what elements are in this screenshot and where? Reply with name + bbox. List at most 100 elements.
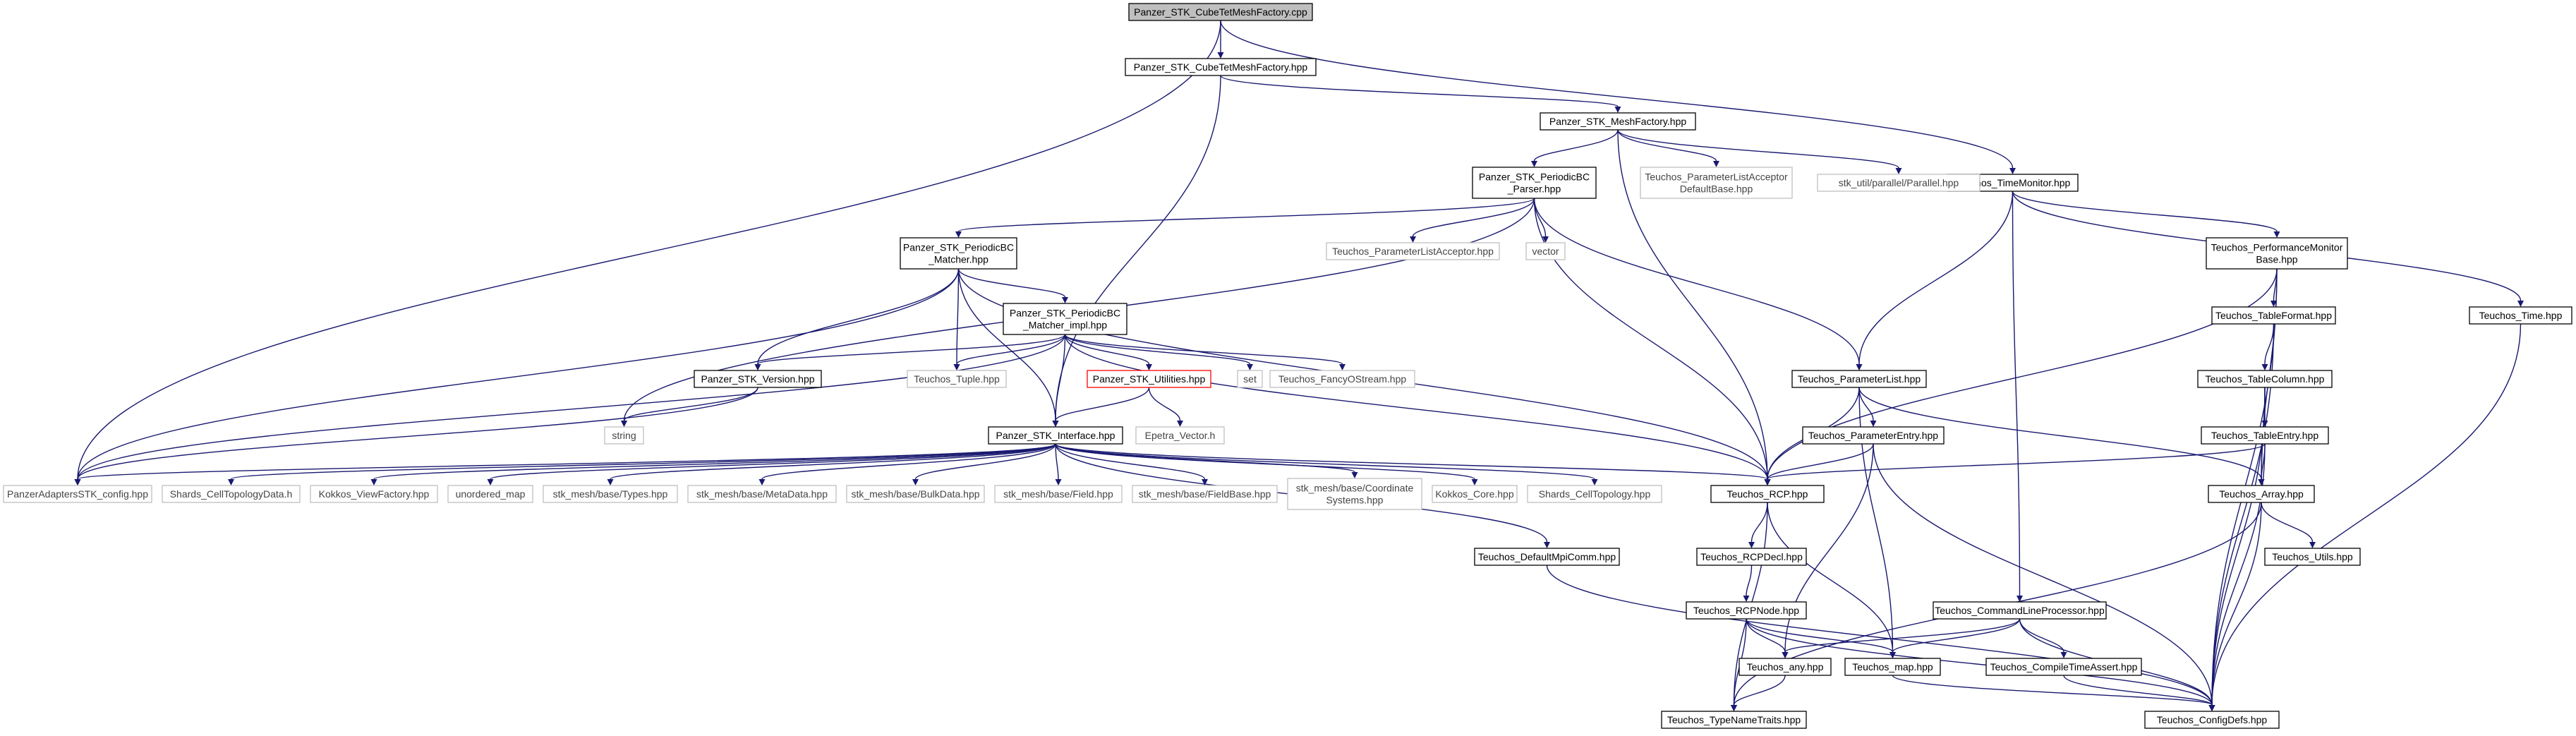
edge-arrowhead	[1351, 472, 1358, 478]
edge-arrowhead	[1544, 542, 1550, 548]
edge-line	[1064, 334, 1150, 365]
node-box	[2144, 711, 2280, 729]
edge-arrowhead	[754, 364, 761, 370]
include-edge-pbcparser-to-paramlist	[1533, 198, 1863, 370]
node-root[interactable]: Panzer_STK_CubeTetMeshFactory.cpp	[1128, 3, 1313, 21]
node-utilities[interactable]: Panzer_STK_Utilities.hpp	[1087, 370, 1211, 388]
include-edge-interface-to-shardsct	[1055, 443, 1598, 485]
node-label: Teuchos_DefaultMpiComm.hpp	[1478, 551, 1616, 562]
node-box	[2201, 426, 2329, 445]
node-interface[interactable]: Panzer_STK_Interface.hpp	[988, 426, 1123, 445]
include-edge-tableentry-to-cdefs	[2208, 443, 2266, 711]
node-rcp[interactable]: Teuchos_RCP.hpp	[1710, 485, 1825, 503]
node-box	[447, 485, 533, 503]
edge-arrowhead	[621, 421, 627, 427]
include-edge-pbcparser-to-pla	[1410, 198, 1535, 243]
include-edge-rcpdecl-to-rcpnode	[1743, 565, 1753, 602]
edge-line	[761, 443, 1056, 480]
node-stkfield: stk_mesh/base/Field.hpp	[994, 485, 1123, 503]
node-version[interactable]: Panzer_STK_Version.hpp	[694, 370, 822, 388]
node-pbcparser[interactable]: Panzer_STK_PeriodicBC_Parser.hpp	[1472, 167, 1597, 199]
node-ttime[interactable]: Teuchos_Time.hpp	[2469, 306, 2572, 325]
node-stktypes: stk_mesh/base/Types.hpp	[543, 485, 678, 503]
node-label: Panzer_STK_PeriodicBC	[1010, 308, 1120, 319]
include-edge-meshfac-to-stkpar	[1617, 129, 1902, 174]
node-label: Systems.hpp	[1326, 495, 1384, 506]
node-box	[1985, 658, 2142, 676]
edge-line	[1858, 191, 2014, 365]
node-label: Teuchos_TableFormat.hpp	[2215, 310, 2332, 321]
node-box	[1802, 426, 1945, 445]
edge-line	[1055, 443, 1768, 480]
node-clp[interactable]: Teuchos_CommandLineProcessor.hpp	[1933, 601, 2107, 620]
node-tmap[interactable]: Teuchos_map.hpp	[1844, 658, 1941, 676]
node-label: _Parser.hpp	[1507, 183, 1561, 195]
edge-arrowhead	[1764, 479, 1771, 485]
node-label: Kokkos_Core.hpp	[1435, 488, 1514, 500]
node-label: Teuchos_RCP.hpp	[1727, 488, 1808, 500]
edge-arrowhead	[758, 479, 766, 485]
node-box	[1269, 370, 1415, 388]
node-cta[interactable]: Teuchos_CompileTimeAssert.hpp	[1985, 658, 2142, 676]
include-edge-interface-to-stkfieldbase	[1055, 443, 1208, 485]
edge-line	[1858, 387, 2262, 480]
edge-arrowhead	[912, 479, 919, 485]
include-edge-interface-to-kokkoscore	[1055, 443, 1478, 485]
edge-arrowhead	[1743, 596, 1750, 602]
node-rcpnode[interactable]: Teuchos_RCPNode.hpp	[1686, 601, 1807, 620]
include-edge-interface-to-stkmeta	[758, 443, 1056, 485]
node-tnt[interactable]: Teuchos_TypeNameTraits.hpp	[1661, 711, 1807, 729]
edge-line	[1750, 502, 1768, 543]
node-stkpar: stk_util/parallel/Parallel.hpp	[1817, 174, 1981, 192]
edge-arrowhead	[1895, 168, 1902, 174]
node-tutils[interactable]: Teuchos_Utils.hpp	[2264, 548, 2361, 566]
edge-arrowhead	[2016, 596, 2023, 602]
include-edge-pbcimpl-to-interface	[1052, 334, 1066, 427]
edge-line	[77, 387, 758, 480]
node-adapcfg: PanzerAdaptersSTK_config.hpp	[3, 485, 152, 503]
node-cubehpp[interactable]: Panzer_STK_CubeTetMeshFactory.hpp	[1125, 58, 1317, 76]
node-pbcmatcher[interactable]: Panzer_STK_PeriodicBC_Matcher.hpp	[900, 237, 1017, 270]
edge-line	[373, 443, 1056, 480]
edge-line	[1533, 198, 1768, 480]
edge-arrowhead	[1542, 236, 1549, 243]
node-paramlist[interactable]: Teuchos_ParameterList.hpp	[1791, 370, 1927, 388]
include-edge-cubehpp-to-meshfac	[1220, 75, 1621, 113]
node-box	[687, 485, 837, 503]
edge-line	[623, 387, 758, 421]
node-tablecol[interactable]: Teuchos_TableColumn.hpp	[2197, 370, 2333, 388]
include-edge-interface-to-adapcfg	[74, 443, 1056, 485]
node-cdefs[interactable]: Teuchos_ConfigDefs.hpp	[2144, 711, 2280, 729]
node-vector: vector	[1525, 242, 1566, 260]
edge-line	[1746, 618, 2213, 706]
node-paramentry[interactable]: Teuchos_ParameterEntry.hpp	[1802, 426, 1945, 445]
node-stkbulk: stk_mesh/base/BulkData.hpp	[846, 485, 985, 503]
node-label: stk_mesh/base/BulkData.hpp	[851, 488, 979, 500]
node-tarray[interactable]: Teuchos_Array.hpp	[2208, 485, 2315, 503]
node-box	[694, 370, 822, 388]
node-label: stk_mesh/base/Field.hpp	[1003, 488, 1113, 500]
node-tableentry[interactable]: Teuchos_TableEntry.hpp	[2201, 426, 2329, 445]
node-label: Teuchos_ParameterListAcceptor	[1645, 171, 1788, 183]
node-meshfac[interactable]: Panzer_STK_MeshFactory.hpp	[1540, 112, 1696, 131]
edge-line	[2019, 618, 2064, 653]
node-box	[1696, 548, 1807, 566]
node-dmc[interactable]: Teuchos_DefaultMpiComm.hpp	[1474, 548, 1620, 566]
node-tableformat[interactable]: Teuchos_TableFormat.hpp	[2211, 306, 2336, 325]
edge-line	[1617, 129, 1717, 162]
edge-arrowhead	[2270, 301, 2277, 307]
edge-line	[957, 198, 1535, 232]
node-label: stk_util/parallel/Parallel.hpp	[1839, 177, 1959, 188]
edge-line	[230, 443, 1056, 480]
node-box	[3, 485, 152, 503]
include-edge-ttime-to-cdefs	[2208, 323, 2522, 711]
node-pbcimpl[interactable]: Panzer_STK_PeriodicBC_Matcher_impl.hpp	[1003, 303, 1127, 335]
node-rcpdecl[interactable]: Teuchos_RCPDecl.hpp	[1696, 548, 1807, 566]
node-label: Teuchos_any.hpp	[1747, 661, 1824, 672]
node-tany[interactable]: Teuchos_any.hpp	[1739, 658, 1832, 676]
include-edge-pbcimpl-to-set	[1064, 334, 1253, 370]
edge-line	[1220, 75, 1619, 107]
